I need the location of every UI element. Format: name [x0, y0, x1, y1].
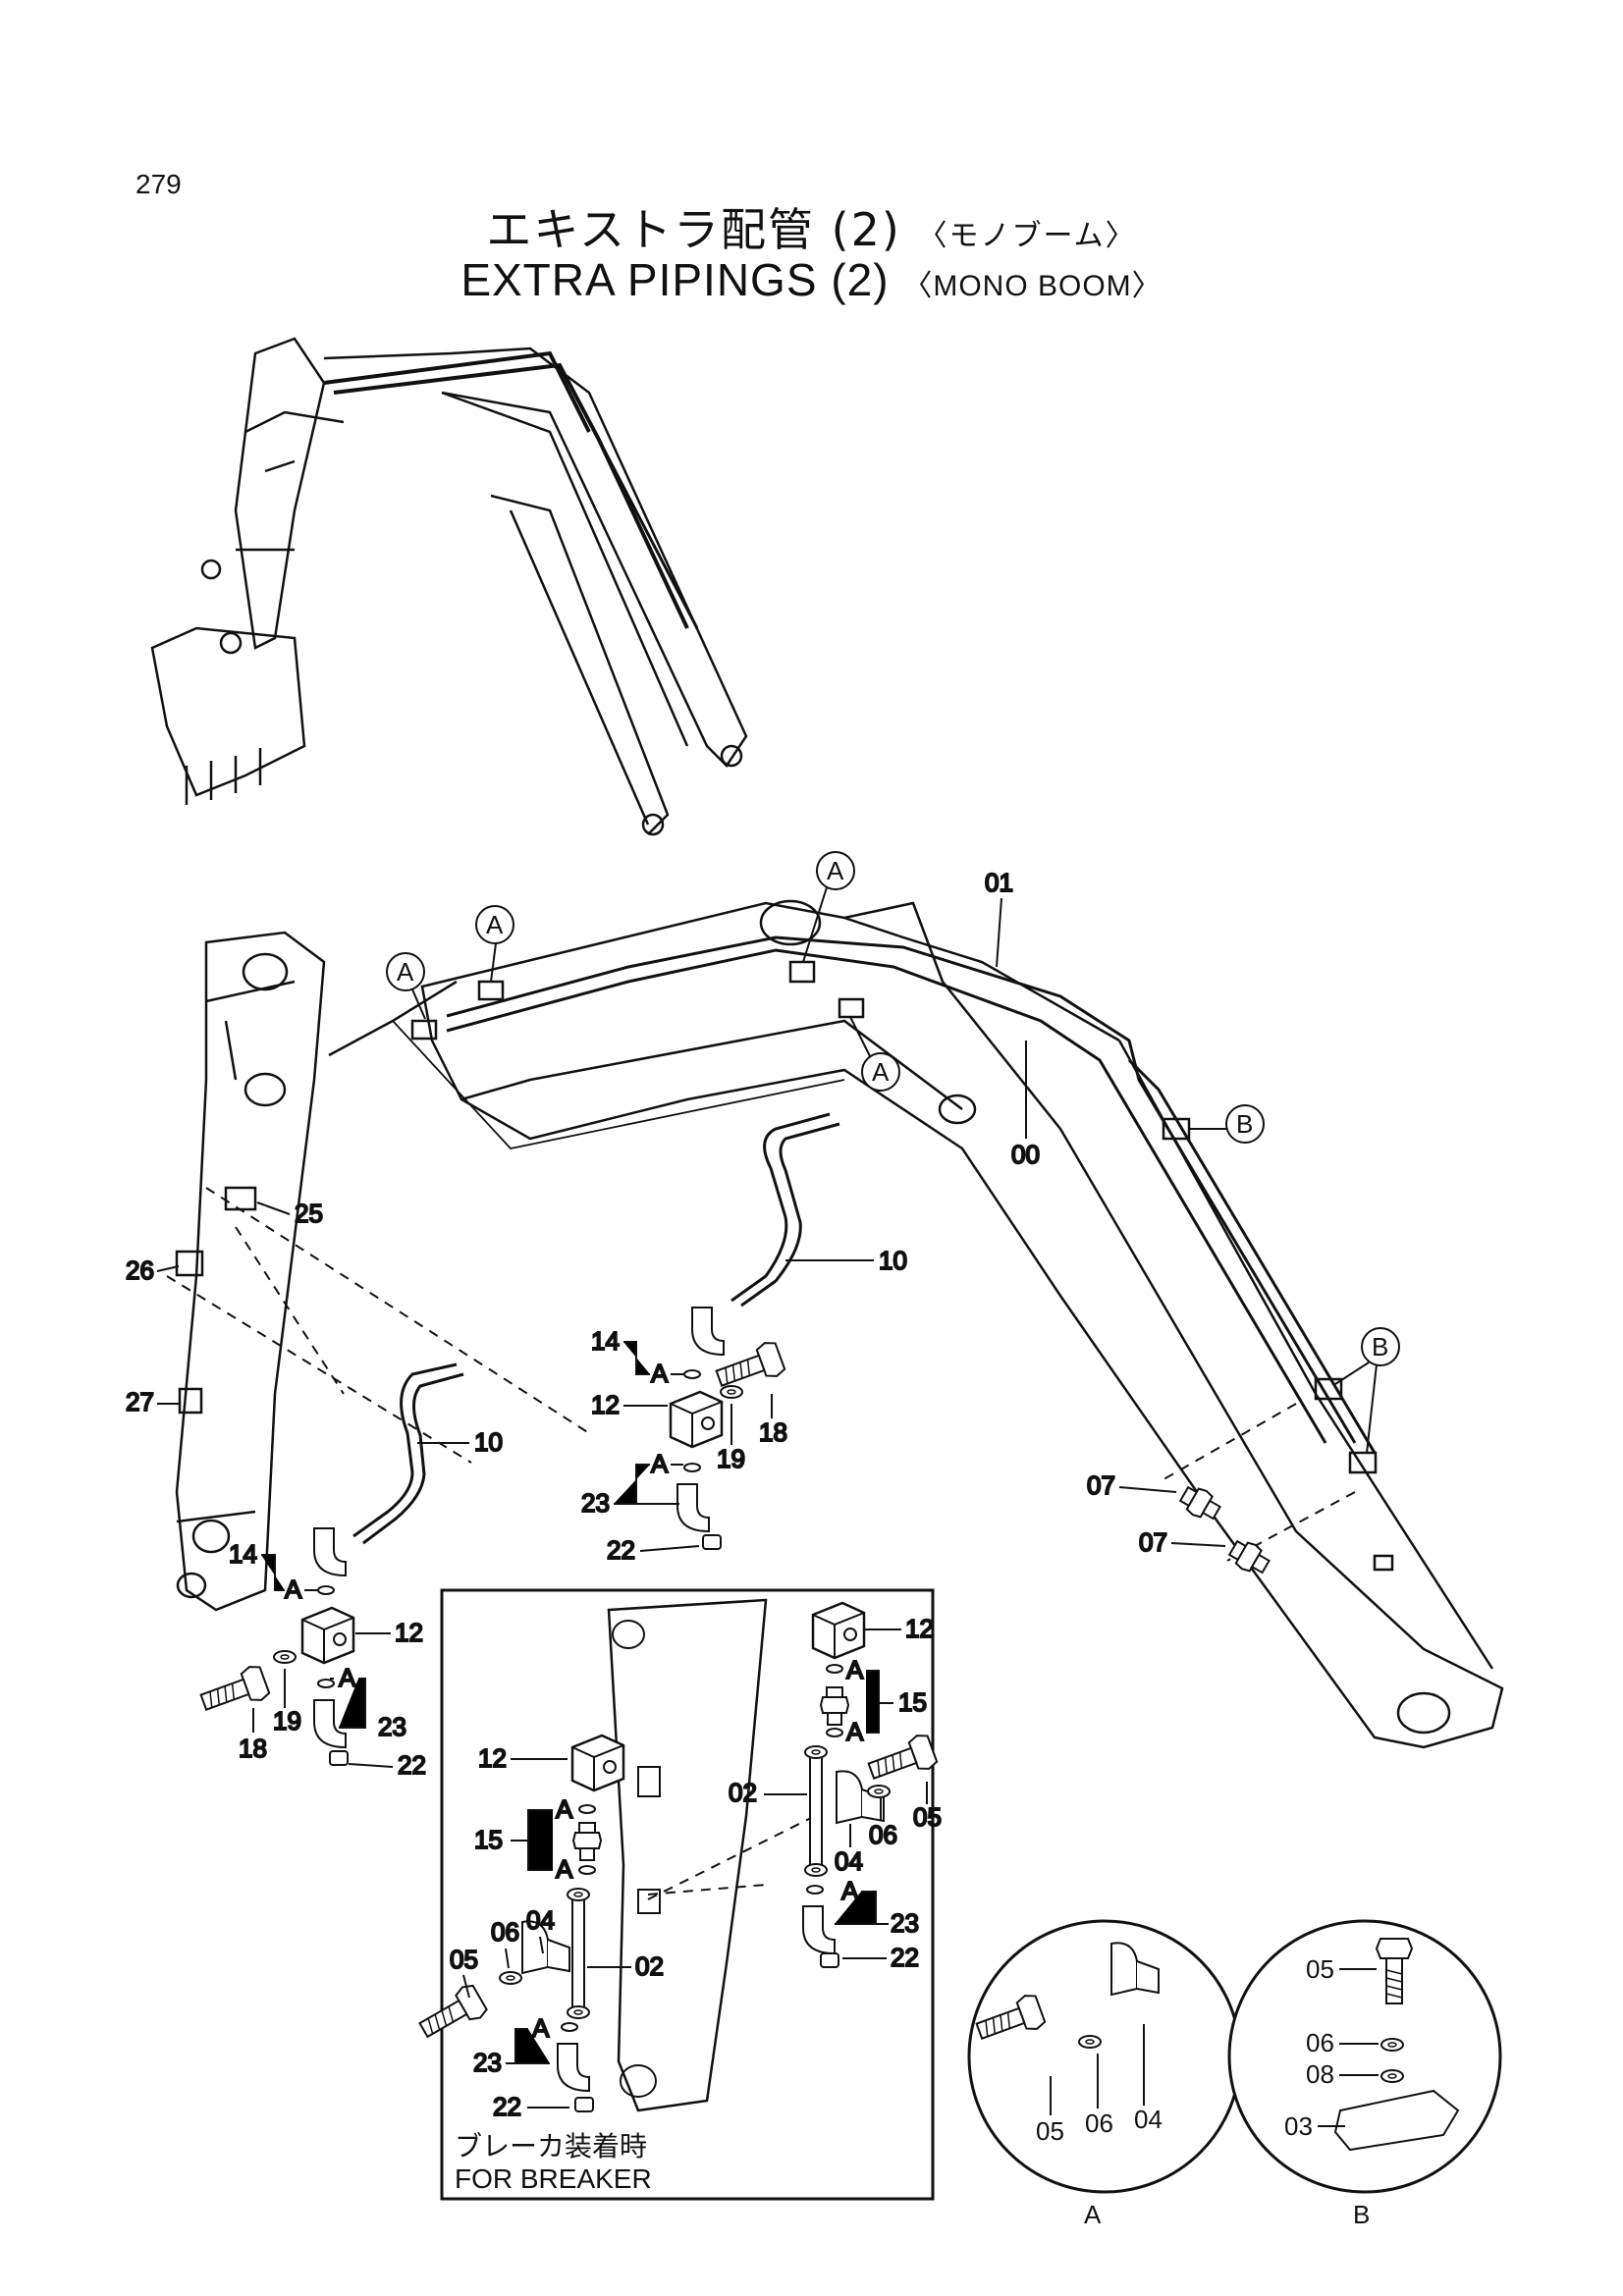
callout-ref-a: A — [846, 1717, 864, 1746]
ref-marker-a: A — [386, 952, 426, 1020]
callout-15: 15 — [898, 1687, 927, 1717]
title-en-main: EXTRA PIPINGS — [460, 254, 818, 305]
callout-14: 14 — [229, 1539, 257, 1569]
svg-text:A: A — [872, 1057, 890, 1087]
detail-b-part-06: 06 — [1306, 2028, 1334, 2057]
callout-07: 07 — [1087, 1470, 1115, 1500]
callout-10: 10 — [879, 1246, 907, 1275]
ref-marker-b: B — [1334, 1327, 1400, 1454]
reference-markers: A A A A B — [386, 851, 1400, 1454]
detail-a-part-05: 05 — [1036, 2116, 1064, 2146]
callout-25: 25 — [295, 1199, 323, 1228]
callout-ref-a: A — [846, 1655, 864, 1684]
title-en-subtitle: 〈MONO BOOM〉 — [902, 270, 1163, 302]
detail-a-part-06: 06 — [1085, 2109, 1113, 2138]
detail-a-label: A — [1084, 2200, 1102, 2229]
detail-b-part-08: 08 — [1306, 2059, 1334, 2089]
ref-marker-a: A — [802, 851, 855, 963]
callout-01: 01 — [985, 868, 1013, 897]
svg-text:A: A — [486, 910, 504, 939]
detail-b-part-05: 05 — [1306, 1954, 1334, 1984]
callout-04: 04 — [835, 1846, 863, 1876]
overview-boom-illustration — [150, 337, 748, 836]
callout-ref-a: A — [841, 1876, 859, 1905]
callout-23: 23 — [378, 1712, 406, 1741]
callout-22: 22 — [398, 1750, 426, 1780]
callout-ref-a: A — [651, 1449, 669, 1478]
inset-caption-en: FOR BREAKER — [455, 2163, 652, 2194]
inset-for-breaker: ブレーカ装着時 FOR BREAKER — [413, 1588, 940, 2201]
callout-ref-a: A — [651, 1359, 669, 1388]
title-jp-number: (2) — [831, 203, 901, 256]
title-jp-main: エキストラ配管 — [486, 203, 816, 256]
title-english: EXTRA PIPINGS (2) 〈MONO BOOM〉 — [0, 253, 1623, 306]
callout-06: 06 — [869, 1820, 897, 1849]
callout-05: 05 — [450, 1945, 478, 1974]
callout-15: 15 — [474, 1825, 503, 1854]
title-jp-subtitle: 〈モノブーム〉 — [917, 219, 1137, 253]
title-en-number: (2) — [831, 254, 890, 305]
callout-ref-a: A — [556, 1854, 573, 1884]
detail-view-a: 05 06 04 A — [967, 1919, 1242, 2229]
callout-22: 22 — [607, 1535, 635, 1565]
callout-12: 12 — [591, 1390, 620, 1419]
callout-ref-a: A — [556, 1794, 573, 1824]
svg-text:A: A — [827, 856, 844, 885]
inset-caption-jp: ブレーカ装着時 — [455, 2130, 647, 2163]
ref-marker-b: B — [1188, 1104, 1265, 1144]
svg-text:B: B — [1236, 1109, 1253, 1139]
detail-view-b: 05 06 08 03 B — [1227, 1919, 1502, 2229]
callout-19: 19 — [717, 1444, 745, 1473]
callout-18: 18 — [759, 1417, 787, 1447]
callout-23: 23 — [581, 1488, 610, 1518]
callout-06: 06 — [491, 1917, 519, 1947]
callout-22: 22 — [493, 2092, 521, 2121]
callout-10: 10 — [474, 1427, 503, 1457]
callout-12: 12 — [478, 1743, 507, 1773]
svg-text:B: B — [1372, 1332, 1388, 1362]
callout-ref-a: A — [285, 1575, 302, 1604]
detail-b-part-03: 03 — [1284, 2111, 1313, 2141]
callout-07: 07 — [1139, 1527, 1167, 1557]
detail-a-part-04: 04 — [1134, 2105, 1163, 2134]
callout-02: 02 — [635, 1951, 664, 1981]
callout-12: 12 — [395, 1618, 423, 1647]
callout-14: 14 — [591, 1326, 620, 1356]
ref-marker-a: A — [849, 1016, 900, 1092]
callout-19: 19 — [273, 1706, 301, 1735]
callout-18: 18 — [239, 1734, 267, 1763]
svg-text:A: A — [397, 957, 414, 987]
callout-23: 23 — [473, 2048, 502, 2077]
callout-26: 26 — [126, 1255, 154, 1285]
callout-04: 04 — [526, 1905, 555, 1935]
callout-ref-a: A — [339, 1663, 356, 1692]
callout-02: 02 — [729, 1778, 757, 1807]
callout-ref-a: A — [532, 2013, 550, 2043]
callout-00: 00 — [1011, 1140, 1040, 1169]
callout-27: 27 — [126, 1387, 154, 1416]
callout-23: 23 — [891, 1908, 919, 1938]
main-boom-illustration — [166, 899, 1504, 1749]
callout-22: 22 — [891, 1943, 919, 1972]
callout-12: 12 — [905, 1614, 934, 1643]
title-japanese: エキストラ配管 (2) 〈モノブーム〉 — [0, 194, 1623, 259]
part-callouts: 01 00 10 10 25 26 27 14 A 12 19 18 23 — [125, 867, 1226, 2122]
hose-assemblies — [352, 1112, 840, 1545]
page-number: 279 — [135, 169, 182, 199]
detail-b-label: B — [1353, 2200, 1370, 2229]
callout-05: 05 — [913, 1802, 942, 1832]
ref-marker-a: A — [475, 905, 514, 983]
